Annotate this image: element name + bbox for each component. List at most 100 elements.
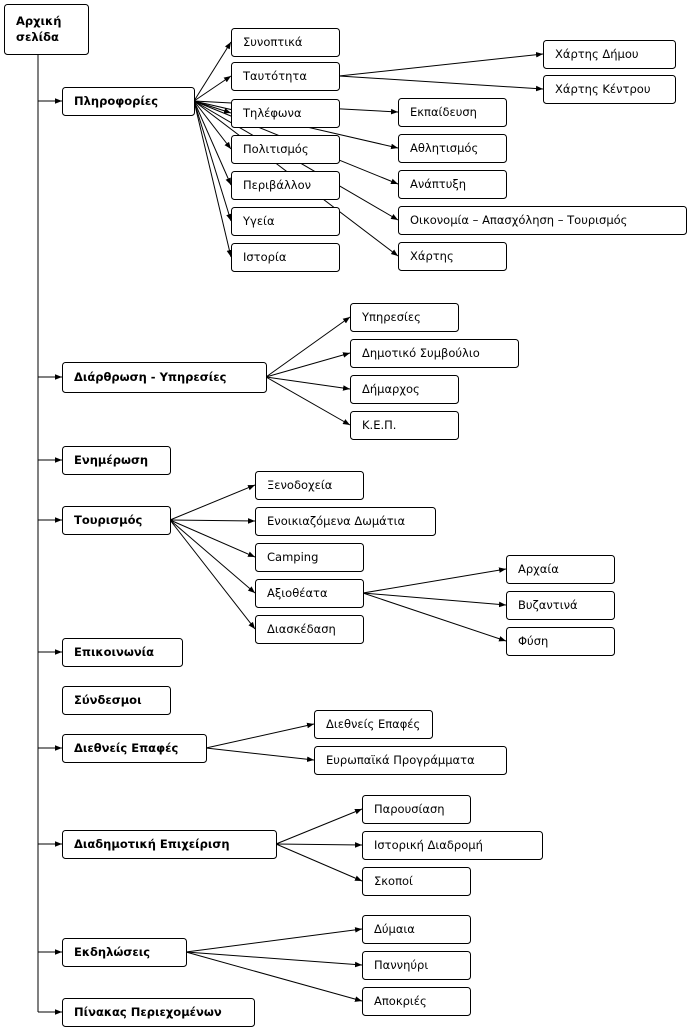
node-carnival[interactable]: Αποκριές bbox=[362, 987, 471, 1016]
node-historic-route[interactable]: Ιστορική Διαδρομή bbox=[362, 831, 543, 860]
node-label: Ιστορία bbox=[243, 250, 287, 264]
node-presentation[interactable]: Παρουσίαση bbox=[362, 795, 471, 824]
node-services[interactable]: Υπηρεσίες bbox=[350, 303, 459, 332]
node-label: Ιστορική Διαδρομή bbox=[374, 838, 483, 852]
node-hotels[interactable]: Ξενοδοχεία bbox=[255, 471, 364, 500]
node-events[interactable]: Εκδηλώσεις bbox=[62, 938, 187, 967]
node-label: Υγεία bbox=[242, 214, 275, 228]
node-label: Οικονομία – Απασχόληση – Τουρισμός bbox=[410, 213, 627, 227]
node-label: Camping bbox=[267, 550, 318, 564]
node-sights[interactable]: Αξιοθέατα bbox=[255, 579, 364, 608]
node-education[interactable]: Εκπαίδευση bbox=[398, 98, 507, 127]
node-economy[interactable]: Οικονομία – Απασχόληση – Τουρισμός bbox=[398, 206, 687, 235]
node-box bbox=[62, 446, 171, 475]
node-box bbox=[362, 915, 471, 944]
node-structure[interactable]: Διάρθρωση - Υπηρεσίες bbox=[62, 362, 267, 393]
edge-identity-to-map-center bbox=[338, 75, 544, 92]
node-label: Περιβάλλον bbox=[243, 178, 311, 192]
node-label: Αρχική bbox=[16, 14, 61, 28]
node-box bbox=[350, 303, 459, 332]
node-summary[interactable]: Συνοπτικά bbox=[231, 28, 340, 57]
node-intermunicipal[interactable]: Διαδημοτική Επιχείριση bbox=[62, 830, 277, 859]
node-box bbox=[62, 87, 195, 116]
node-box bbox=[62, 998, 255, 1027]
node-map-municipality[interactable]: Χάρτης Δήμου bbox=[543, 40, 676, 69]
node-info[interactable]: Πληροφορίες bbox=[62, 87, 195, 116]
node-goals[interactable]: Σκοποί bbox=[362, 867, 471, 896]
node-byzantine[interactable]: Βυζαντινά bbox=[506, 591, 615, 620]
node-camping[interactable]: Camping bbox=[255, 543, 364, 572]
node-label: Ενοικιαζόμενα Δωμάτια bbox=[267, 514, 406, 528]
edge-intl-to-intl-contacts bbox=[205, 722, 315, 749]
node-nature[interactable]: Φύση bbox=[506, 627, 615, 656]
node-map-center[interactable]: Χάρτης Κέντρου bbox=[543, 75, 676, 104]
node-label: Δήμαρχος bbox=[362, 382, 420, 396]
node-box bbox=[362, 987, 471, 1016]
node-label: Εκδηλώσεις bbox=[74, 945, 150, 959]
node-development[interactable]: Ανάπτυξη bbox=[398, 170, 507, 199]
node-label: Αρχαία bbox=[518, 562, 559, 576]
node-intl-contacts[interactable]: Διεθνείς Επαφές bbox=[314, 710, 433, 739]
node-council[interactable]: Δημοτικό Συμβούλιο bbox=[350, 339, 519, 368]
node-label: Συνοπτικά bbox=[243, 35, 303, 49]
node-label: Ανάπτυξη bbox=[410, 177, 466, 191]
node-box bbox=[62, 734, 207, 763]
node-eu-programs[interactable]: Ευρωπαϊκά Προγράμματα bbox=[314, 746, 507, 775]
node-box bbox=[506, 591, 615, 620]
node-phones[interactable]: Τηλέφωνα bbox=[231, 99, 340, 128]
edge-events-to-carnival bbox=[185, 951, 363, 1002]
node-history[interactable]: Ιστορία bbox=[231, 243, 340, 272]
node-box bbox=[543, 75, 676, 104]
node-mayor[interactable]: Δήμαρχος bbox=[350, 375, 459, 404]
edge-info-to-summary bbox=[193, 41, 232, 102]
node-box bbox=[231, 62, 340, 91]
edge-tourism-to-hotels bbox=[169, 484, 256, 521]
edge-structure-to-services bbox=[265, 316, 351, 378]
node-festival[interactable]: Παννηύρι bbox=[362, 951, 471, 980]
node-sports[interactable]: Αθλητισμός bbox=[398, 134, 507, 163]
node-news[interactable]: Ενημέρωση bbox=[62, 446, 171, 475]
node-toc[interactable]: Πίνακας Περιεχομένων bbox=[62, 998, 255, 1027]
node-label: Εκπαίδευση bbox=[410, 105, 477, 119]
node-map[interactable]: Χάρτης bbox=[398, 242, 507, 271]
node-label: Σύνδεσμοι bbox=[74, 693, 142, 707]
node-intl[interactable]: Διεθνείς Επαφές bbox=[62, 734, 207, 763]
node-entertainment[interactable]: Διασκέδαση bbox=[255, 615, 364, 644]
node-box bbox=[231, 135, 340, 164]
node-identity[interactable]: Ταυτότητα bbox=[231, 62, 340, 91]
edge-intermunicipal-to-goals bbox=[275, 843, 363, 882]
node-box bbox=[314, 710, 433, 739]
node-links[interactable]: Σύνδεσμοι bbox=[62, 686, 171, 715]
node-box bbox=[62, 686, 171, 715]
node-box bbox=[231, 99, 340, 128]
node-box bbox=[231, 243, 340, 272]
edge-info-to-culture bbox=[193, 100, 232, 150]
node-environment[interactable]: Περιβάλλον bbox=[231, 171, 340, 200]
node-box bbox=[62, 362, 267, 393]
node-kep[interactable]: Κ.Ε.Π. bbox=[350, 411, 459, 440]
node-label: Χάρτης Δήμου bbox=[555, 47, 639, 61]
node-culture[interactable]: Πολιτισμός bbox=[231, 135, 340, 164]
edge-tourism-to-sights bbox=[169, 519, 256, 594]
node-rooms[interactable]: Ενοικιαζόμενα Δωμάτια bbox=[255, 507, 436, 536]
node-box bbox=[362, 867, 471, 896]
node-label: Φύση bbox=[518, 634, 548, 648]
node-dymaia[interactable]: Δύμαια bbox=[362, 915, 471, 944]
edge-tourism-to-rooms bbox=[169, 518, 256, 524]
node-box bbox=[398, 206, 687, 235]
node-box bbox=[398, 242, 507, 271]
node-label: Κ.Ε.Π. bbox=[362, 418, 396, 432]
node-box bbox=[506, 555, 615, 584]
node-label: Υπηρεσίες bbox=[361, 310, 421, 324]
node-label: Διαδημοτική Επιχείριση bbox=[74, 837, 230, 851]
edge-info-to-identity bbox=[193, 75, 232, 102]
node-label: Ευρωπαϊκά Προγράμματα bbox=[326, 753, 475, 767]
node-ancient[interactable]: Αρχαία bbox=[506, 555, 615, 584]
node-box bbox=[62, 638, 183, 667]
node-health[interactable]: Υγεία bbox=[231, 207, 340, 236]
node-contact[interactable]: Επικοινωνία bbox=[62, 638, 183, 667]
node-label: Επικοινωνία bbox=[74, 645, 154, 659]
node-tourism[interactable]: Τουρισμός bbox=[62, 506, 171, 535]
